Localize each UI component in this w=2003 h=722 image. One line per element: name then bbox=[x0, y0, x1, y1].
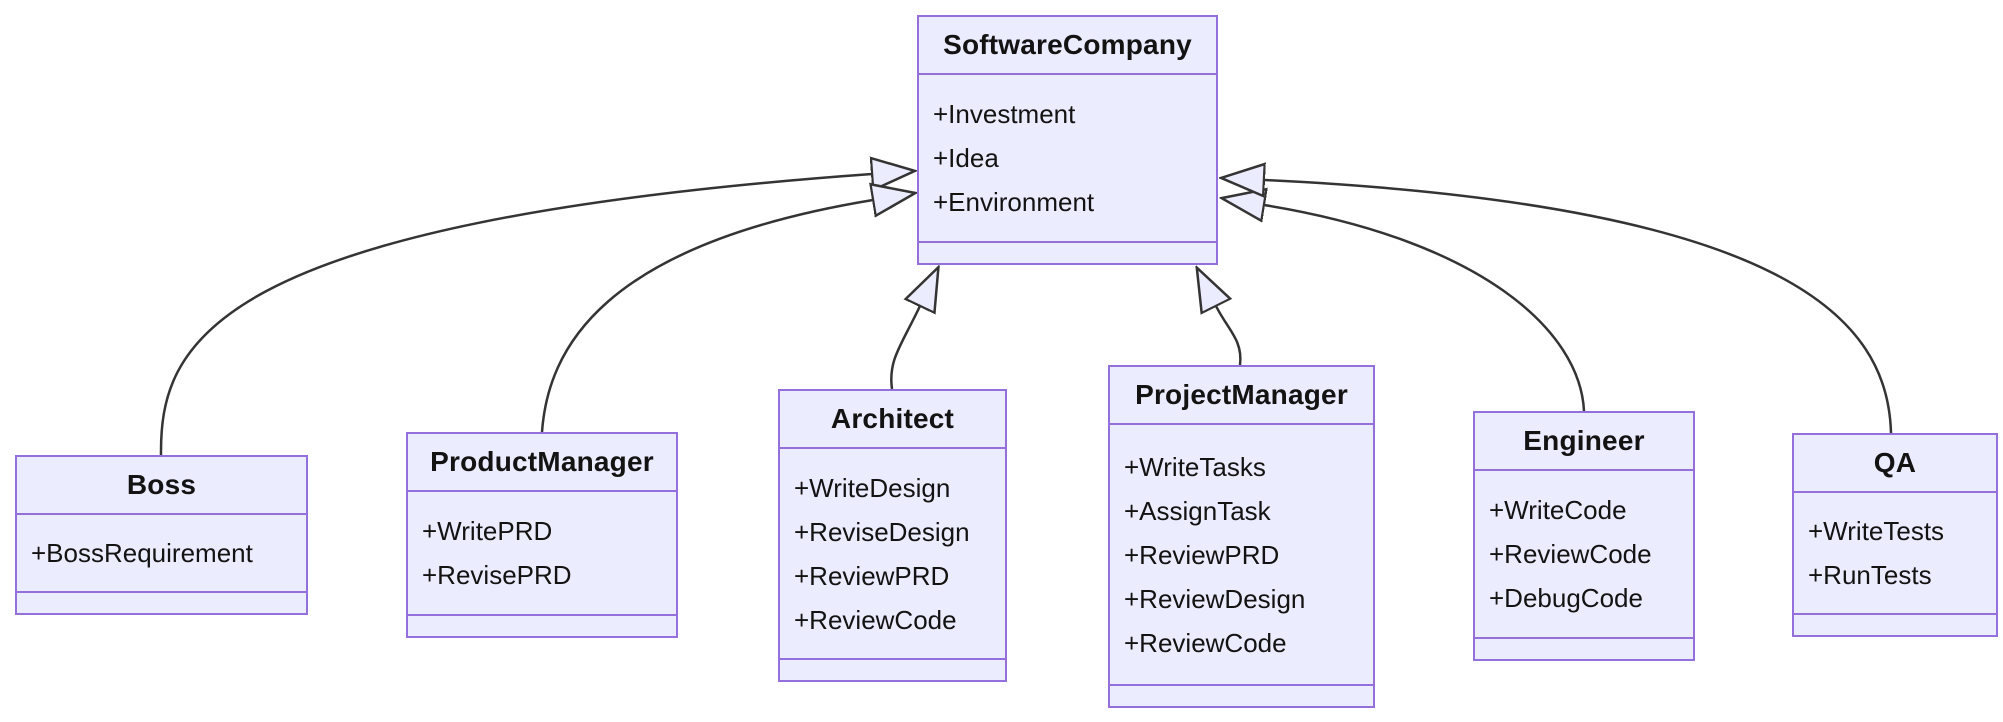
class-member: +WriteTasks bbox=[1124, 451, 1266, 482]
class-members: +BossRequirement bbox=[17, 515, 306, 591]
class-member: +BossRequirement bbox=[31, 538, 253, 568]
edge-boss-inherits-software-company bbox=[159, 174, 872, 456]
class-member: +Investment bbox=[933, 99, 1076, 129]
class-member: +ReviewPRD bbox=[1124, 539, 1280, 570]
class-member: +WriteTests bbox=[1808, 516, 1945, 546]
class-title: Architect bbox=[780, 391, 1005, 449]
class-footer bbox=[1794, 613, 1996, 635]
class-title: ProductManager bbox=[408, 434, 676, 492]
class-members: +WriteDesign +ReviseDesign +ReviewPRD +R… bbox=[780, 449, 1005, 658]
class-member: +ReviewCode bbox=[1489, 539, 1652, 569]
class-box-qa: QA +WriteTests +RunTests bbox=[1792, 433, 1998, 637]
class-members: +WriteCode +ReviewCode +DebugCode bbox=[1475, 471, 1693, 637]
class-member: +Idea bbox=[933, 143, 999, 173]
class-title: Boss bbox=[17, 457, 306, 515]
class-member: +ReviewPRD bbox=[794, 560, 950, 591]
class-members: +Investment +Idea +Environment bbox=[919, 75, 1216, 241]
class-member: +ReviewDesign bbox=[1124, 583, 1306, 614]
class-title: SoftwareCompany bbox=[919, 17, 1216, 75]
class-box-architect: Architect +WriteDesign +ReviseDesign +Re… bbox=[778, 389, 1007, 682]
class-members: +WriteTests +RunTests bbox=[1794, 493, 1996, 613]
class-member: +WriteDesign bbox=[794, 472, 951, 503]
class-title: QA bbox=[1794, 435, 1996, 493]
class-footer bbox=[17, 591, 306, 613]
class-box-engineer: Engineer +WriteCode +ReviewCode +DebugCo… bbox=[1473, 411, 1695, 661]
class-box-product-manager: ProductManager +WritePRD +RevisePRD bbox=[406, 432, 678, 638]
class-member: +ReviewCode bbox=[1124, 627, 1287, 658]
class-member: +ReviewCode bbox=[794, 604, 957, 635]
class-box-boss: Boss +BossRequirement bbox=[15, 455, 308, 615]
edge-architect-inherits-software-company bbox=[890, 306, 920, 390]
class-member: +Environment bbox=[933, 187, 1095, 217]
class-footer bbox=[1475, 637, 1693, 659]
class-members: +WritePRD +RevisePRD bbox=[408, 492, 676, 614]
class-member: +WritePRD bbox=[422, 516, 553, 546]
class-footer bbox=[1110, 684, 1373, 706]
class-footer bbox=[919, 241, 1216, 263]
class-title: Engineer bbox=[1475, 413, 1693, 471]
edge-project-manager-inherits-software-company bbox=[1216, 306, 1242, 366]
class-member: +RevisePRD bbox=[422, 560, 572, 590]
class-member: +RunTests bbox=[1808, 560, 1932, 590]
class-box-software-company: SoftwareCompany +Investment +Idea +Envir… bbox=[917, 15, 1218, 265]
class-box-project-manager: ProjectManager +WriteTasks +AssignTask +… bbox=[1108, 365, 1375, 708]
class-footer bbox=[408, 614, 676, 636]
class-member: +WriteCode bbox=[1489, 495, 1627, 525]
class-member: +DebugCode bbox=[1489, 583, 1643, 613]
class-members: +WriteTasks +AssignTask +ReviewPRD +Revi… bbox=[1110, 425, 1373, 684]
class-member: +ReviseDesign bbox=[794, 516, 970, 547]
class-footer bbox=[780, 658, 1005, 680]
class-title: ProjectManager bbox=[1110, 367, 1373, 425]
class-member: +AssignTask bbox=[1124, 495, 1271, 526]
